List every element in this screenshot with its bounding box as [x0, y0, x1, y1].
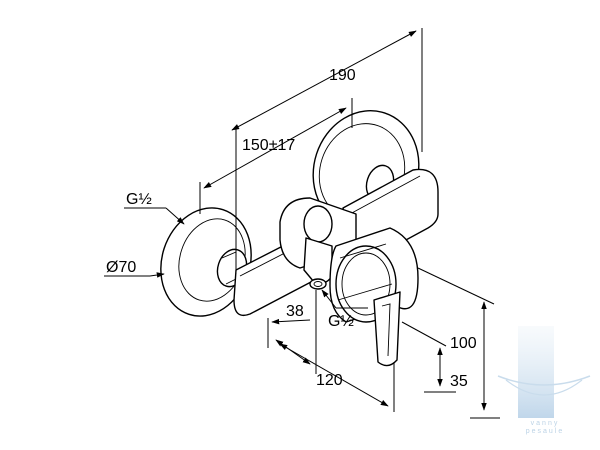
watermark-line-2: pesaule — [525, 428, 565, 435]
watermark-text: vanny pesaule — [510, 420, 580, 436]
label-38: 38 — [286, 303, 304, 320]
label-rosette-diameter: Ø70 — [106, 259, 136, 276]
dimension-120: 120 — [279, 343, 395, 412]
dimension-100: 100 — [417, 267, 500, 419]
dimension-190: 190 — [231, 28, 423, 274]
callout-outlet-thread: G½ — [321, 289, 368, 330]
label-120: 120 — [316, 372, 343, 389]
lever-handle — [373, 291, 401, 367]
label-100: 100 — [450, 335, 477, 352]
dimension-35: 35 — [401, 321, 468, 393]
label-outlet-thread: G½ — [328, 313, 354, 330]
watermark-logo — [497, 326, 591, 418]
label-190: 190 — [329, 67, 356, 84]
label-inlet-thread: G½ — [126, 191, 152, 208]
callout-inlet-thread: G½ — [124, 191, 185, 225]
label-150: 150±17 — [242, 137, 295, 154]
callout-rosette-diameter: Ø70 — [104, 259, 165, 278]
label-35: 35 — [450, 373, 468, 390]
dimension-150: 150±17 — [199, 98, 353, 214]
mixer-body — [160, 110, 439, 367]
watermark-line-1: vanny — [530, 420, 560, 427]
dimension-38: 38 — [267, 290, 317, 374]
